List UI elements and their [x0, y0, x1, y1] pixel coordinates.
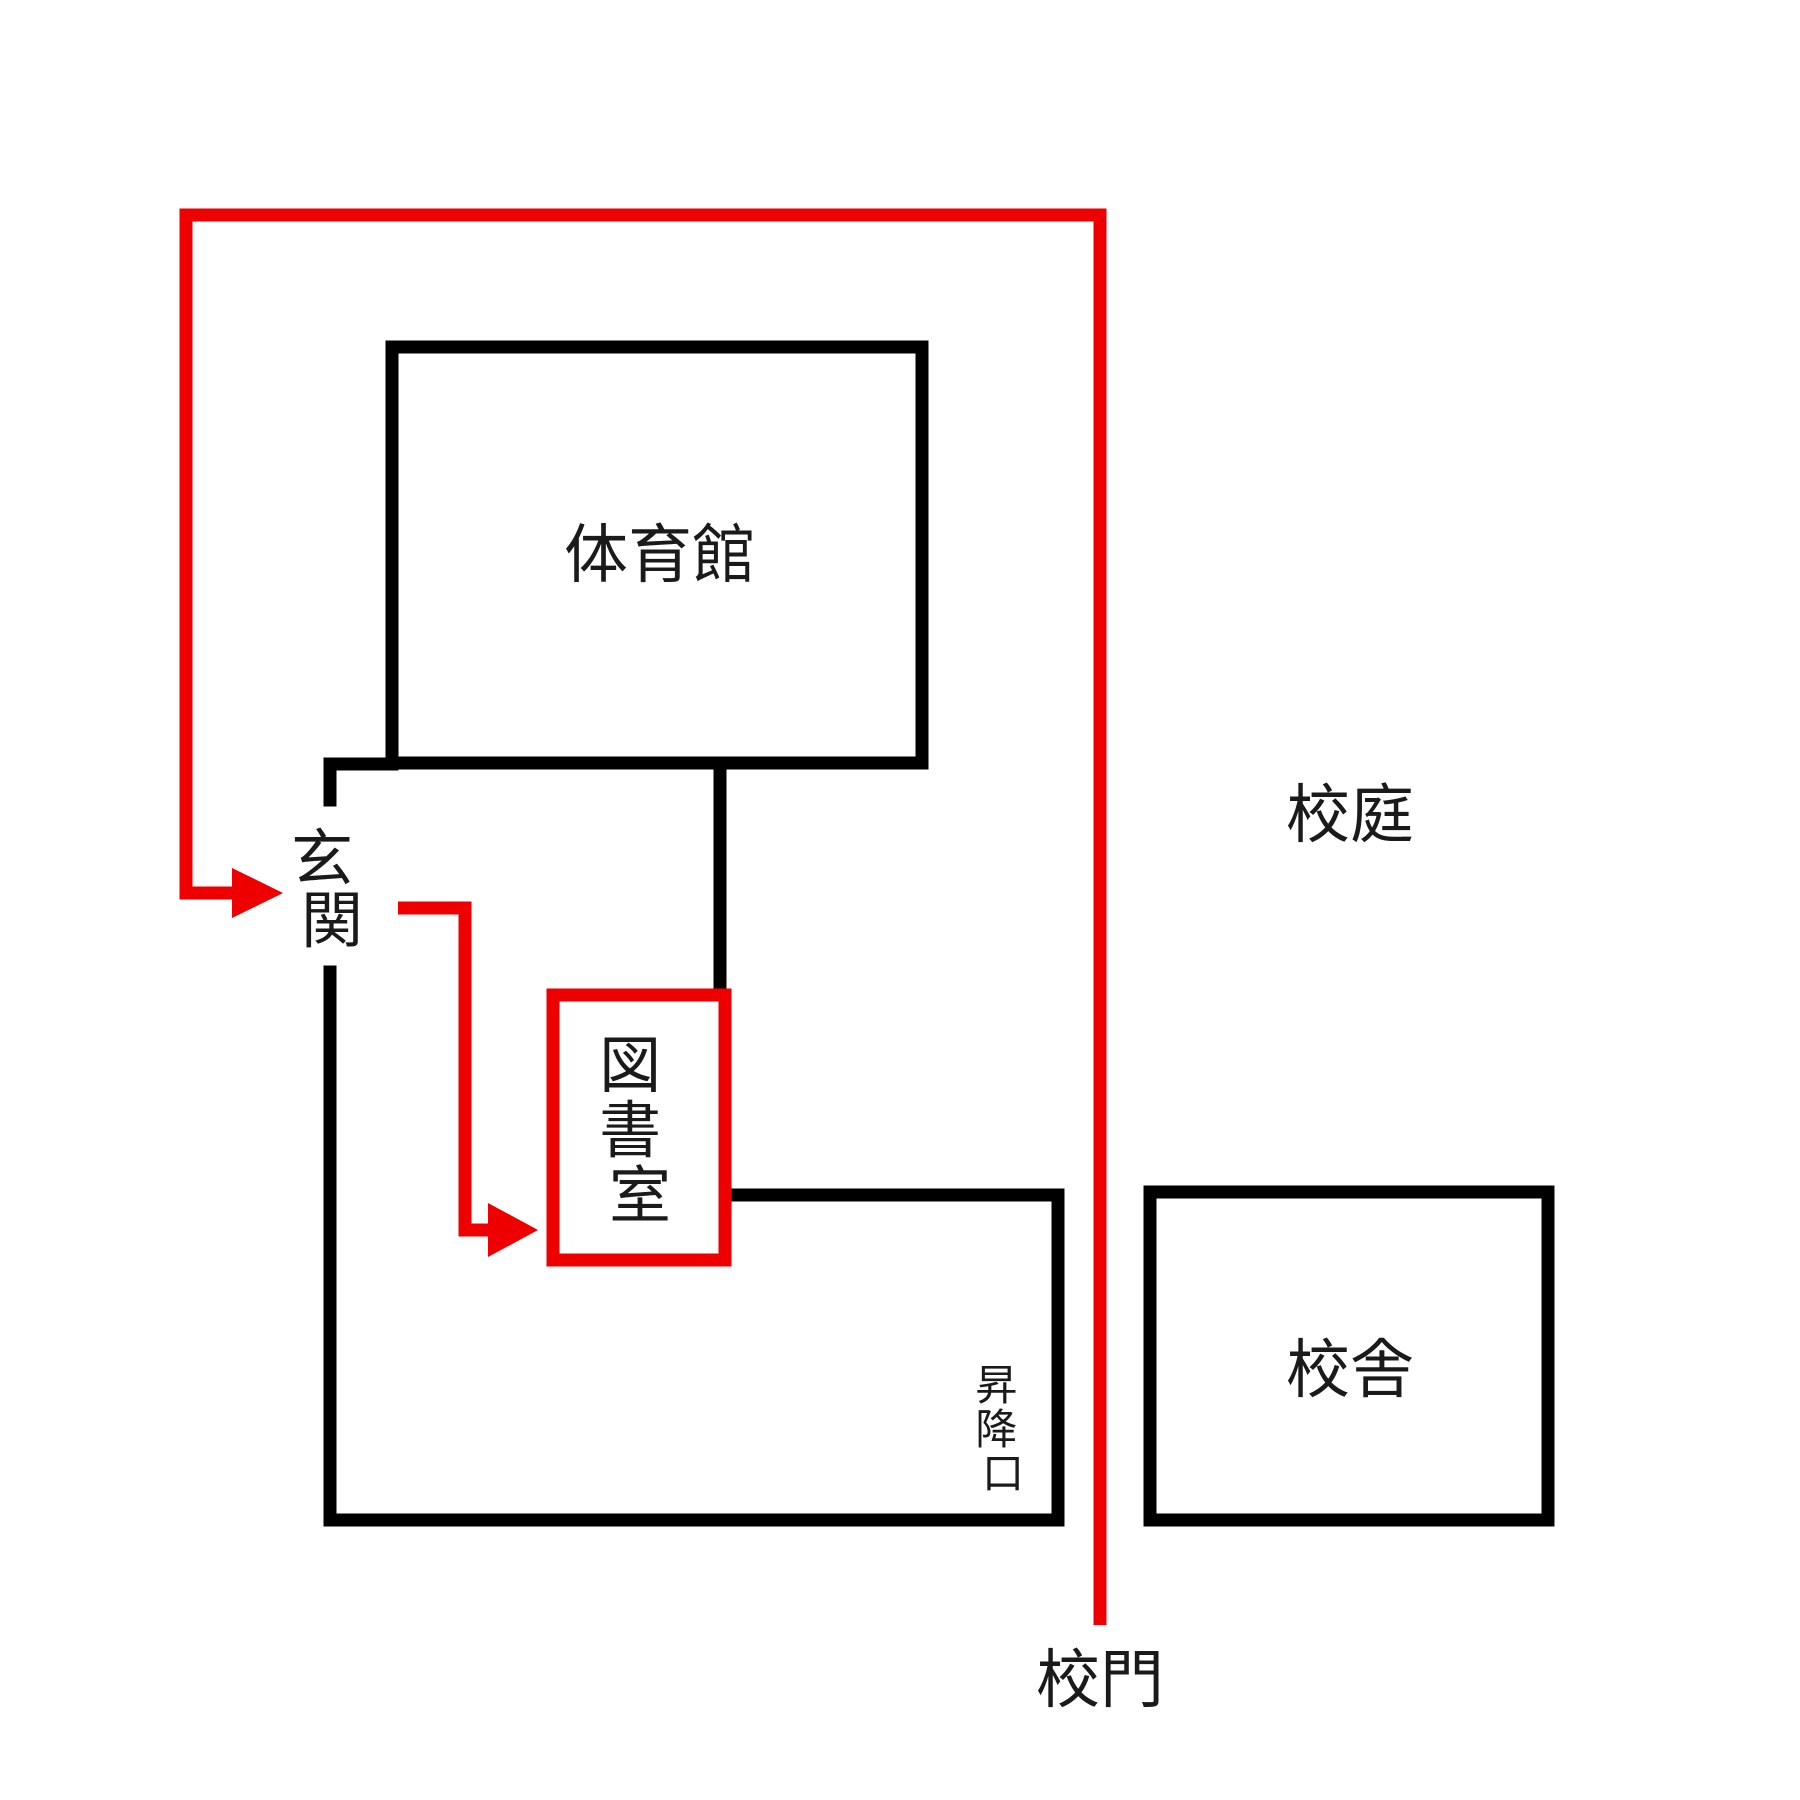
library-room	[546, 988, 732, 1267]
route-arrow-entrance	[232, 868, 283, 918]
courtyard-label: 校庭	[1286, 779, 1414, 853]
school-building-label: 校舎	[1286, 1334, 1414, 1408]
gymnasium-building	[385, 340, 929, 770]
lift-entrance-label: 昇 降 口	[975, 1361, 1030, 1498]
route-path-outer	[179, 208, 1107, 1625]
main-building-outline	[323, 757, 1065, 1527]
school-building	[1143, 1185, 1555, 1527]
route-arrow-library	[488, 1203, 538, 1257]
entrance-label: 玄 関	[291, 822, 373, 957]
school-gate-label: 校門	[1036, 1644, 1164, 1718]
route-path-inner	[398, 901, 498, 1237]
library-label: 図 書 室	[599, 1029, 681, 1232]
gymnasium-label: 体育館	[564, 519, 756, 593]
